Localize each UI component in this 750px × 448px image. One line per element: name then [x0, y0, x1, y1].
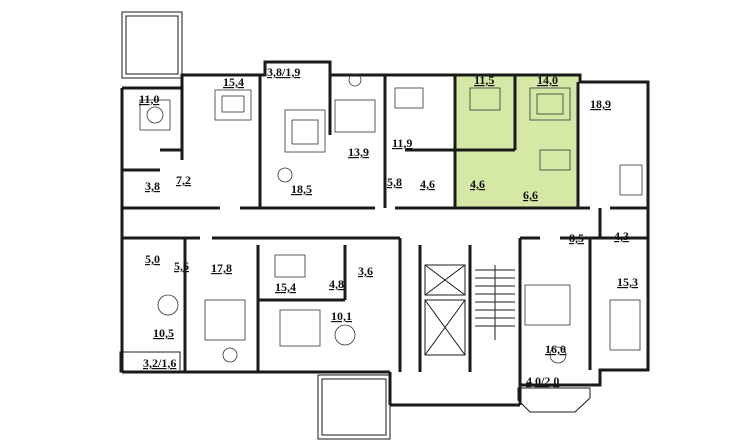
room-label-3-8-1-9: 3,8/1,9 — [267, 65, 300, 79]
inner-walls — [122, 75, 648, 385]
room-label-11-9: 11,9 — [392, 136, 412, 150]
furniture — [139, 73, 643, 364]
room-label-11-5: 11,5 — [474, 73, 494, 87]
top-loggia — [121, 11, 183, 79]
room-label-4-6-a: 4,6 — [420, 177, 435, 191]
room-label-7-2: 7,2 — [176, 173, 191, 187]
room-label-16-0: 16,0 — [545, 342, 566, 356]
room-label-15-4-mid: 15,4 — [275, 280, 296, 294]
room-labels: 11,0 15,4 3,8/1,9 11,5 14,0 18,9 11,9 13… — [139, 65, 638, 388]
room-label-10-5: 10,5 — [153, 326, 174, 340]
room-label-18-5: 18,5 — [291, 182, 312, 196]
room-label-4-8: 4,8 — [329, 277, 344, 291]
room-label-3-8: 3,8 — [145, 179, 160, 193]
room-label-14-0: 14,0 — [537, 73, 558, 87]
room-label-5-8: 5,8 — [387, 175, 402, 189]
room-label-5-0: 5,0 — [145, 252, 160, 266]
room-label-4-3: 4,3 — [614, 229, 629, 243]
bottom-balconies — [119, 351, 591, 440]
room-label-4-0-2-0: 4,0/2,0 — [526, 374, 559, 388]
room-label-11-0: 11,0 — [139, 92, 159, 106]
room-label-6-6: 6,6 — [523, 188, 538, 202]
room-label-3-2-1-6: 3,2/1,6 — [143, 356, 176, 370]
room-label-18-9: 18,9 — [590, 97, 611, 111]
room-label-15-4-top: 15,4 — [223, 75, 244, 89]
room-label-13-9: 13,9 — [348, 145, 369, 159]
room-label-4-6-b: 4,6 — [470, 177, 485, 191]
room-label-10-1: 10,1 — [331, 309, 352, 323]
room-label-8-5: 8,5 — [569, 231, 584, 245]
room-label-3-6: 3,6 — [358, 264, 373, 278]
room-label-17-8: 17,8 — [211, 261, 232, 275]
room-label-5-6: 5,6 — [174, 259, 189, 273]
stair-core — [424, 264, 515, 356]
outer-walls — [120, 60, 650, 407]
room-label-15-3: 15,3 — [617, 275, 638, 289]
